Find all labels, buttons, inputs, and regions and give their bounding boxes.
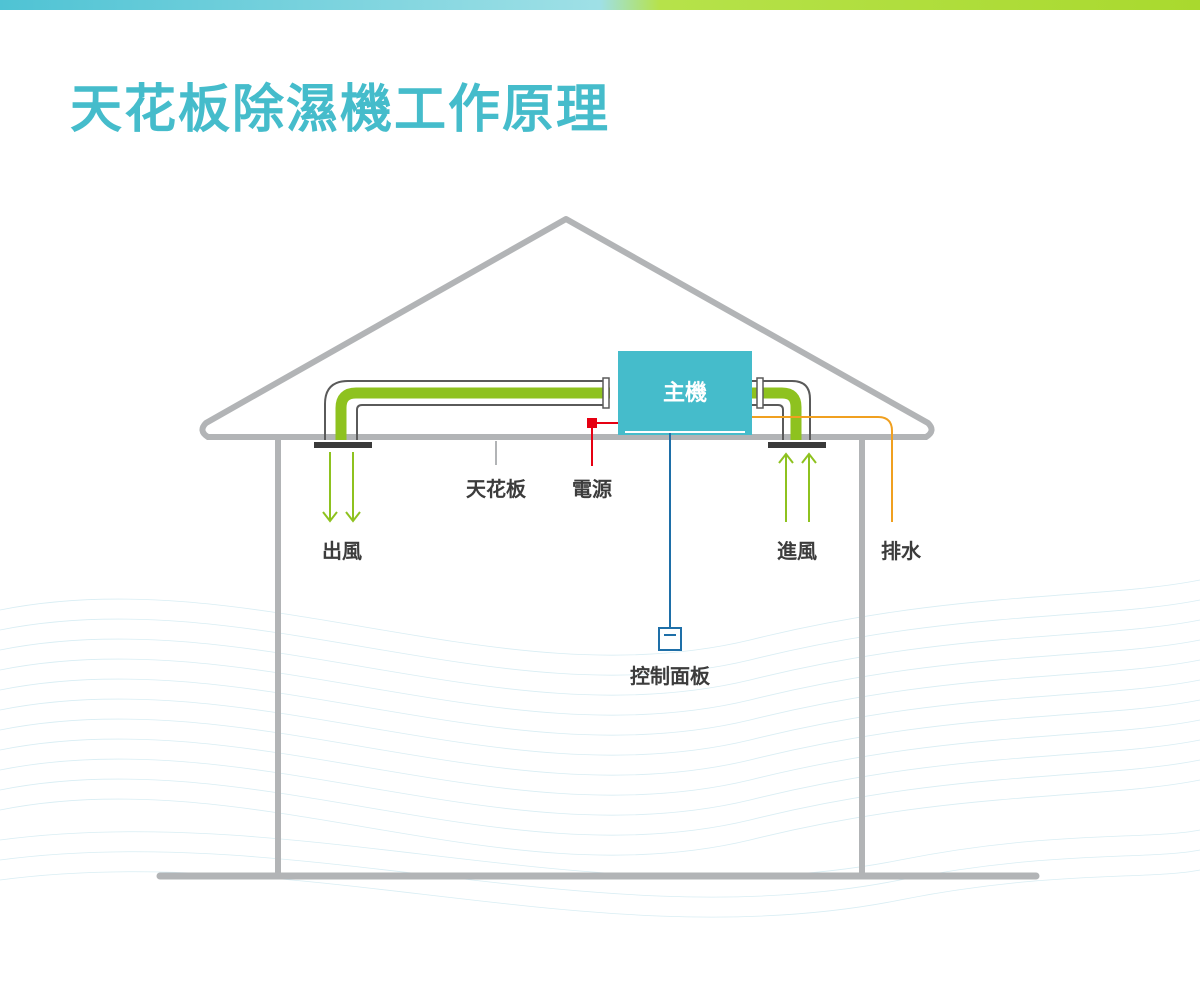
inlet-air-arrows [778,452,817,522]
house-outline [156,216,1040,880]
power-line [587,418,620,466]
top-gradient-bar [0,0,1200,10]
outlet-duct [324,377,610,440]
ceiling-label: 天花板 [466,477,527,501]
page-title: 天花板除濕機工作原理 [70,80,611,140]
main-unit-label: 主機 [663,381,707,406]
inlet-air-label: 進風 [777,539,817,563]
inlet-vent [768,442,826,448]
drain-line [752,416,893,522]
inlet-duct [748,377,811,440]
drain-label: 排水 [881,539,922,563]
control-panel-icon [658,627,682,651]
outlet-vent [314,442,372,448]
wave-background [0,579,1200,918]
outlet-air-arrows [322,452,361,523]
main-unit [618,351,752,435]
outlet-air-label: 出風 [322,539,362,563]
control-panel-label: 控制面板 [630,664,711,688]
power-label: 電源 [572,477,612,501]
